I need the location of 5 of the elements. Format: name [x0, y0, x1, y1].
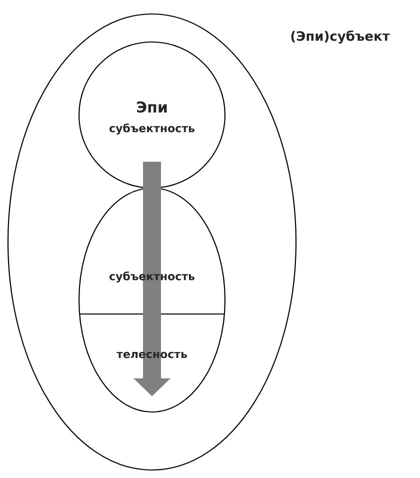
inner-ellipse	[78, 187, 226, 413]
node-label: Эпи	[137, 101, 167, 113]
heading: (Эпи)субъект	[291, 30, 390, 44]
circle	[78, 41, 226, 189]
node-label: субъектность	[110, 123, 194, 135]
